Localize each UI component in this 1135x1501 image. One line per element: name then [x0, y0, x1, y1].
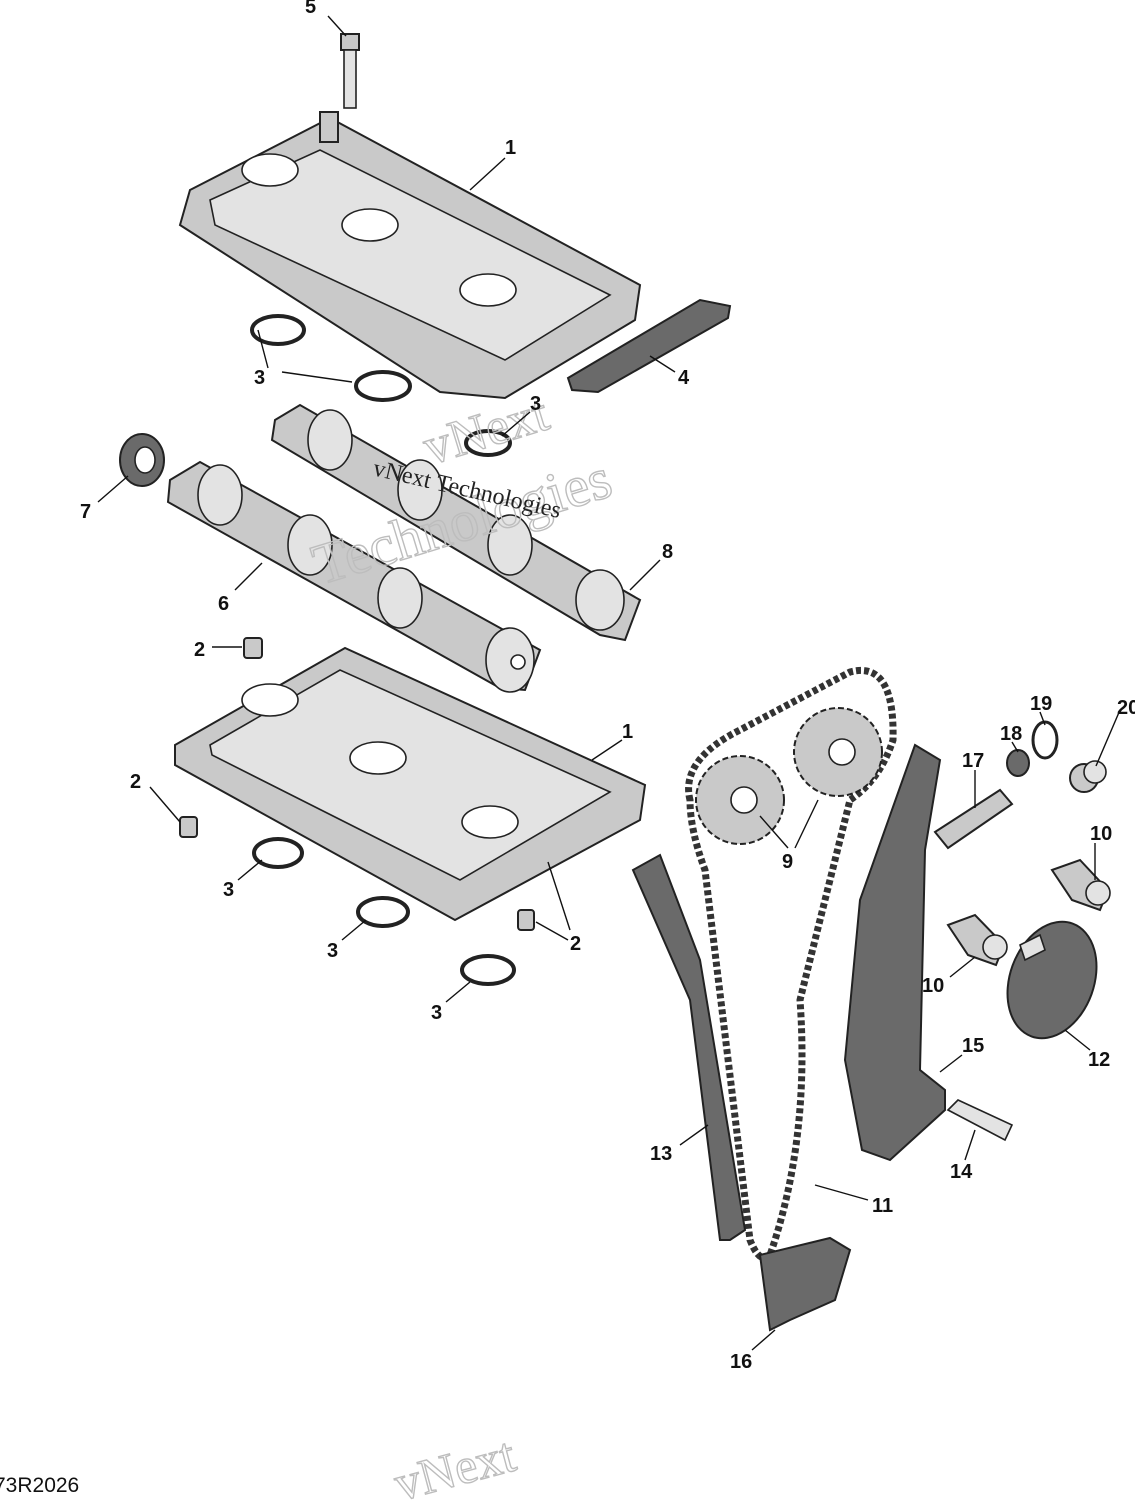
callout-12: 12 — [1088, 1049, 1110, 1071]
callout-17: 17 — [962, 750, 984, 772]
callout-10-a: 10 — [1090, 823, 1112, 845]
callout-3-a: 3 — [254, 367, 265, 389]
callout-4: 4 — [678, 367, 690, 389]
callout-2-b: 2 — [130, 771, 141, 793]
diagram-reference-code: 73R2026 — [0, 1474, 80, 1497]
callout-5: 5 — [305, 0, 316, 18]
part-bolt — [340, 33, 360, 109]
watermark-text-4: vNext — [388, 1426, 521, 1501]
part-oring-bottom-b — [356, 896, 410, 928]
callout-11: 11 — [872, 1195, 893, 1217]
callout-10-b: 10 — [922, 975, 944, 997]
leader-lines — [97, 15, 1121, 1351]
callout-15: 15 — [962, 1035, 984, 1057]
part-oring-top-left — [250, 314, 306, 346]
part-lower-camshaft-carrier — [174, 646, 647, 922]
part-camshaft-sprockets — [695, 707, 883, 845]
part-oring-top-mid — [354, 370, 412, 402]
callout-13: 13 — [650, 1143, 672, 1165]
callout-3-b: 3 — [530, 393, 541, 415]
part-timing-chain — [685, 667, 897, 1262]
part-guide-pin — [946, 1099, 1014, 1142]
callout-8: 8 — [662, 541, 673, 563]
callout-labels: 5 1 3 3 4 7 6 8 2 1 2 3 3 3 2 9 17 18 19… — [80, 0, 1135, 1373]
callout-3-d: 3 — [327, 940, 338, 962]
part-chain-guide-rail — [566, 298, 732, 394]
part-oring-bottom-c — [460, 954, 516, 986]
callout-2-a: 2 — [194, 639, 205, 661]
part-tensioner-guide-right — [843, 743, 946, 1162]
part-dowel-pin-b — [179, 816, 198, 838]
callout-19: 19 — [1030, 693, 1052, 715]
part-tensioner-guide-left — [631, 853, 747, 1241]
callout-1-top: 1 — [505, 137, 516, 159]
part-washer — [1031, 720, 1059, 760]
part-plug-screw — [1069, 760, 1107, 793]
part-oring-top-right — [464, 429, 512, 457]
part-tensioner-plunger — [933, 788, 1014, 850]
callout-1-bottom: 1 — [622, 721, 633, 743]
callout-20: 20 — [1117, 697, 1135, 719]
callout-9: 9 — [782, 851, 793, 873]
part-sprocket-bolt-a — [1050, 858, 1111, 912]
part-lower-chain-guide — [758, 1236, 852, 1332]
part-dowel-pin-a — [243, 637, 263, 659]
callout-3-e: 3 — [431, 1002, 442, 1024]
part-sprocket-bolt-b — [946, 913, 1008, 967]
part-spring — [1006, 749, 1030, 777]
part-oring-bottom-a — [252, 837, 304, 869]
part-trigger-wheel — [1006, 920, 1098, 1040]
callout-16: 16 — [730, 1351, 752, 1373]
part-dowel-pin-c — [517, 909, 535, 931]
part-camshaft-seal — [119, 433, 165, 487]
callout-3-c: 3 — [223, 879, 234, 901]
callout-18: 18 — [1000, 723, 1022, 745]
callout-7: 7 — [80, 501, 91, 523]
part-camshaft-upper — [270, 403, 642, 642]
callout-2-c: 2 — [570, 933, 581, 955]
part-upper-camshaft-carrier — [178, 111, 642, 400]
callout-14: 14 — [950, 1161, 973, 1183]
callout-6: 6 — [218, 593, 229, 615]
part-camshaft-lower — [166, 460, 542, 693]
